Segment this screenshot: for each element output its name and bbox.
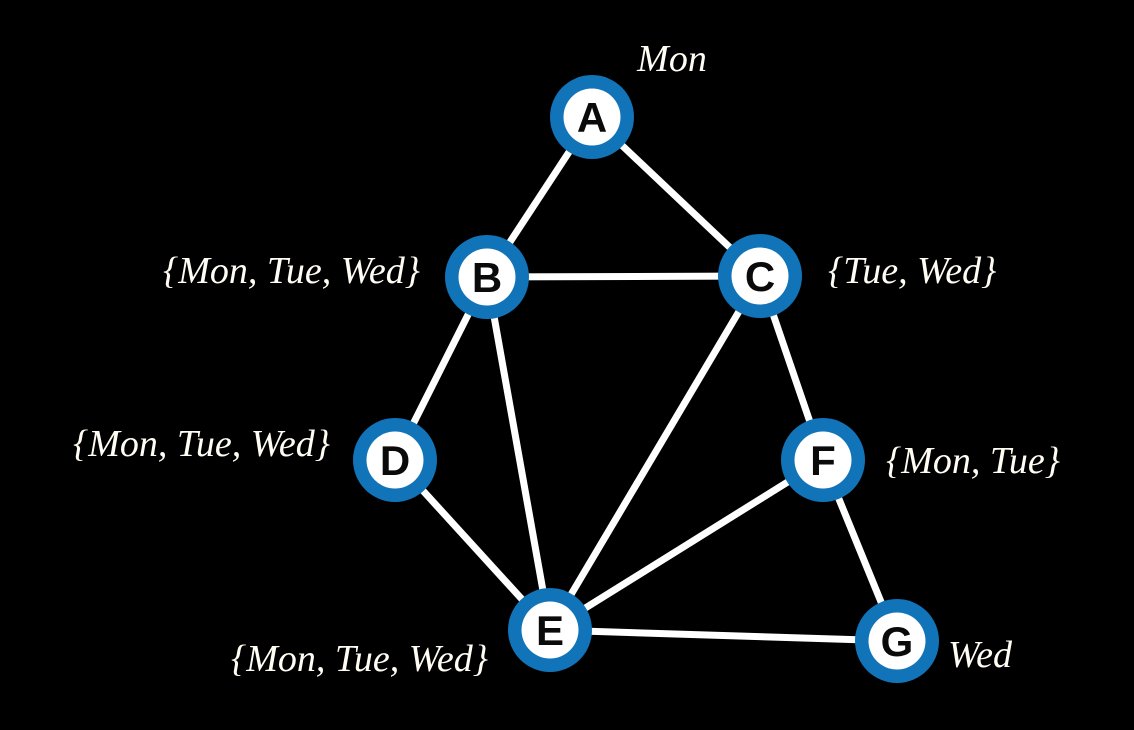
domain-label-a: Mon	[636, 38, 707, 80]
domain-label-g: Wed	[948, 634, 1013, 676]
domain-labels: Mon {Mon, Tue, Wed} {Tue, Wed} {Mon, Tue…	[73, 38, 1060, 680]
node-d-core	[366, 431, 424, 489]
node-e: E	[508, 588, 592, 672]
node-a-core	[563, 88, 621, 146]
edge-c-e	[546, 272, 764, 634]
edge-e-f	[546, 456, 827, 634]
node-a-letter: A	[577, 94, 607, 141]
node-b-core	[458, 248, 516, 306]
node-f-letter: F	[810, 437, 836, 484]
node-g-letter: G	[881, 618, 914, 665]
edges	[391, 113, 901, 645]
node-c: C	[718, 234, 802, 318]
domain-label-d: {Mon, Tue, Wed}	[73, 423, 330, 465]
node-e-core	[521, 601, 579, 659]
node-c-core	[731, 247, 789, 305]
edge-b-e	[483, 273, 554, 634]
domain-label-b: {Mon, Tue, Wed}	[163, 250, 420, 292]
node-c-letter: C	[745, 253, 775, 300]
node-b-letter: B	[472, 254, 502, 301]
node-g-core	[868, 612, 926, 670]
node-d-letter: D	[380, 437, 410, 484]
node-g: G	[855, 599, 939, 683]
node-f-core	[794, 431, 852, 489]
edge-b-c	[483, 272, 764, 281]
domain-label-e: {Mon, Tue, Wed}	[231, 638, 488, 680]
domain-label-f: {Mon, Tue}	[886, 440, 1060, 482]
node-b: B	[445, 235, 529, 319]
edge-e-g	[546, 626, 901, 645]
node-e-letter: E	[536, 607, 564, 654]
node-d: D	[353, 418, 437, 502]
domain-label-c: {Tue, Wed}	[828, 250, 996, 292]
node-f: F	[781, 418, 865, 502]
node-a: A	[550, 75, 634, 159]
